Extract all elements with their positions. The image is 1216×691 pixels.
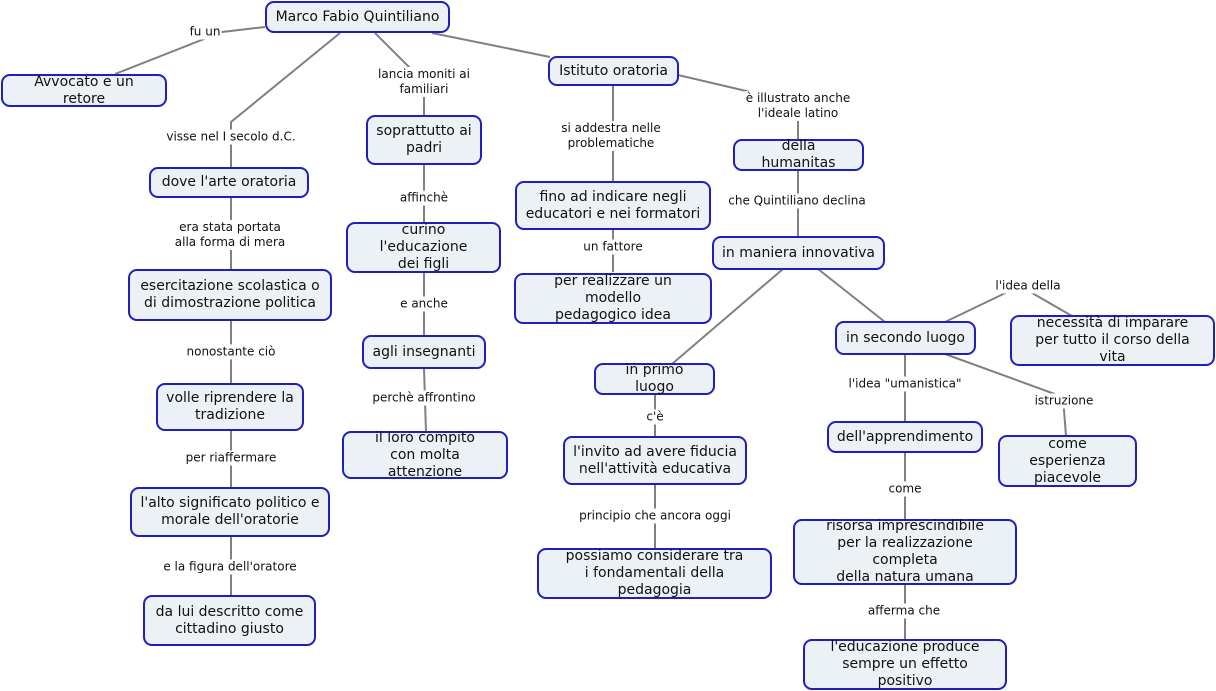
link-ce[interactable]: c'è: [645, 409, 665, 425]
link-declina[interactable]: che Quintiliano declina: [727, 193, 867, 209]
link-come[interactable]: come: [887, 481, 923, 497]
concept-della-humanitas[interactable]: della humanitas: [733, 138, 864, 171]
edge-maniera-secondo: [817, 268, 886, 323]
concept-secondo-luogo[interactable]: in secondo luogo: [835, 321, 976, 355]
link-illustrato[interactable]: è illustrato anche l'ideale latino: [744, 91, 852, 121]
concept-soprattutto-padri[interactable]: soprattutto ai padri: [366, 115, 482, 165]
edge-maniera-primo: [671, 268, 784, 365]
link-visse[interactable]: visse nel I secolo d.C.: [165, 129, 297, 145]
concept-marco-fabio-quintiliano[interactable]: Marco Fabio Quintiliano: [265, 1, 450, 33]
concept-esperienza-piacevole[interactable]: come esperienza piacevole: [998, 435, 1137, 487]
concept-volle-riprendere[interactable]: volle riprendere la tradizione: [156, 383, 304, 431]
concept-necessita-imparare[interactable]: necessità di imparare per tutto il corso…: [1010, 315, 1215, 366]
edge-root-istituto: [431, 32, 551, 58]
edge-root-dove: [230, 32, 341, 168]
link-e-anche[interactable]: e anche: [399, 296, 449, 312]
link-principio[interactable]: principio che ancora oggi: [578, 508, 732, 524]
concept-fino-ad-indicare[interactable]: fino ad indicare negli educatori e nei f…: [515, 181, 711, 230]
concept-istituto-oratoria[interactable]: Istituto oratoria: [548, 56, 679, 86]
link-idea-della[interactable]: l'idea della: [994, 278, 1062, 294]
concept-invito-fiducia[interactable]: l'invito ad avere fiducia nell'attività …: [563, 436, 747, 485]
concept-da-lui-descritto[interactable]: da lui descritto come cittadino giusto: [143, 595, 316, 646]
concept-loro-compito[interactable]: il loro compito con molta attenzione: [342, 430, 508, 480]
link-si-addestra[interactable]: si addestra nelle problematiche: [560, 121, 662, 151]
concept-esercitazione-scolastica[interactable]: esercitazione scolastica o di dimostrazi…: [128, 269, 332, 321]
link-afferma-che[interactable]: afferma che: [866, 603, 942, 619]
concept-avvocato-retore[interactable]: Avvocato e un retore: [1, 74, 167, 107]
concept-agli-insegnanti[interactable]: agli insegnanti: [362, 335, 486, 369]
link-per-riaffermare[interactable]: per riaffermare: [184, 450, 278, 466]
edge-root-avvocato: [114, 26, 266, 75]
link-lancia-moniti[interactable]: lancia moniti ai familiari: [377, 67, 471, 97]
concept-risorsa-imprescindibile[interactable]: risorsa imprescindibile per la realizzaz…: [793, 518, 1017, 585]
link-fu-un[interactable]: fu un: [188, 24, 222, 40]
concept-educazione-produce[interactable]: l'educazione produce sempre un effetto p…: [803, 639, 1007, 690]
link-affinche[interactable]: affinchè: [398, 190, 450, 206]
link-nonostante[interactable]: nonostante ciò: [185, 344, 277, 360]
concept-curino-educazione[interactable]: curino l'educazione dei figli: [346, 222, 501, 273]
concept-maniera-innovativa[interactable]: in maniera innovativa: [712, 236, 885, 270]
concept-per-realizzare[interactable]: per realizzare un modello pedagogico ide…: [514, 273, 712, 324]
concept-apprendimento[interactable]: dell'apprendimento: [827, 421, 983, 453]
link-un-fattore[interactable]: un fattore: [582, 239, 644, 255]
link-idea-umanistica[interactable]: l'idea "umanistica": [847, 376, 963, 392]
concept-primo-luogo[interactable]: in primo luogo: [594, 362, 715, 395]
link-era-stata-portata[interactable]: era stata portata alla forma di mera: [173, 220, 287, 250]
concept-possiamo-considerare[interactable]: possiamo considerare tra i fondamentali …: [537, 548, 772, 599]
link-istruzione[interactable]: istruzione: [1033, 393, 1095, 409]
concept-dove-arte-oratoria[interactable]: dove l'arte oratoria: [149, 167, 309, 198]
link-perche-affrontino[interactable]: perchè affrontino: [371, 390, 477, 406]
concept-alto-significato[interactable]: l'alto significato politico e morale del…: [130, 487, 330, 537]
link-figura-oratore[interactable]: e la figura dell'oratore: [162, 559, 298, 575]
